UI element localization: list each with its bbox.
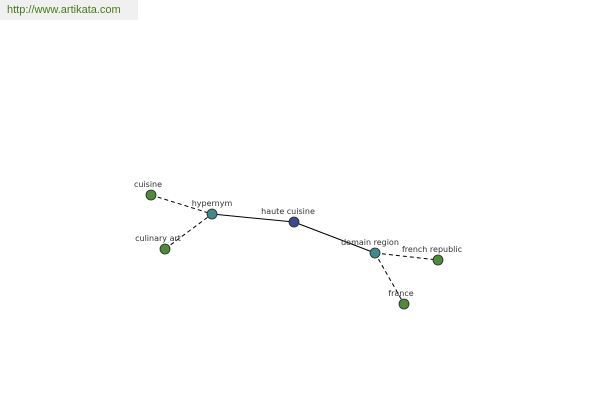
source-url-link[interactable]: http://www.artikata.com — [0, 0, 138, 20]
node-domain-region[interactable]: domain region — [341, 238, 399, 259]
edge-culinary-art-to-hypernym — [164, 213, 213, 250]
node-label-hypernym: hypernym — [192, 199, 233, 208]
node-marker-hypernym[interactable] — [206, 208, 218, 220]
node-haute-cuisine[interactable]: haute cuisine — [261, 207, 315, 228]
node-label-cuisine: cuisine — [134, 180, 162, 189]
node-marker-french-republic[interactable] — [432, 254, 444, 266]
node-label-haute-cuisine: haute cuisine — [261, 207, 315, 216]
node-label-domain-region: domain region — [341, 238, 399, 247]
graph-nodes: haute cuisine hypernym domain region cuisin… — [134, 180, 462, 310]
node-marker-france[interactable] — [398, 298, 410, 310]
node-french-republic[interactable]: french republic — [402, 245, 462, 266]
node-label-france: france — [388, 289, 413, 298]
edge-domain-region-to-france — [374, 252, 405, 305]
node-marker-haute-cuisine[interactable] — [288, 216, 300, 228]
node-hypernym[interactable]: hypernym — [192, 199, 233, 220]
node-marker-domain-region[interactable] — [369, 247, 381, 259]
edge-cuisine-to-hypernym — [150, 194, 213, 215]
node-label-french-republic: french republic — [402, 245, 462, 254]
node-france[interactable]: france — [388, 289, 414, 310]
node-label-culinary-art: culinary art — [135, 234, 181, 243]
edge-domain-region-to-french-republic — [374, 252, 439, 261]
node-marker-cuisine[interactable] — [145, 189, 157, 201]
node-cuisine[interactable]: cuisine — [134, 180, 162, 201]
graph-edges — [150, 194, 439, 305]
node-culinary-art[interactable]: culinary art — [135, 234, 181, 255]
node-marker-culinary-art[interactable] — [159, 243, 171, 255]
edge-hypernym-to-haute-cuisine — [211, 213, 295, 223]
edge-haute-cuisine-to-domain-region — [293, 221, 376, 254]
